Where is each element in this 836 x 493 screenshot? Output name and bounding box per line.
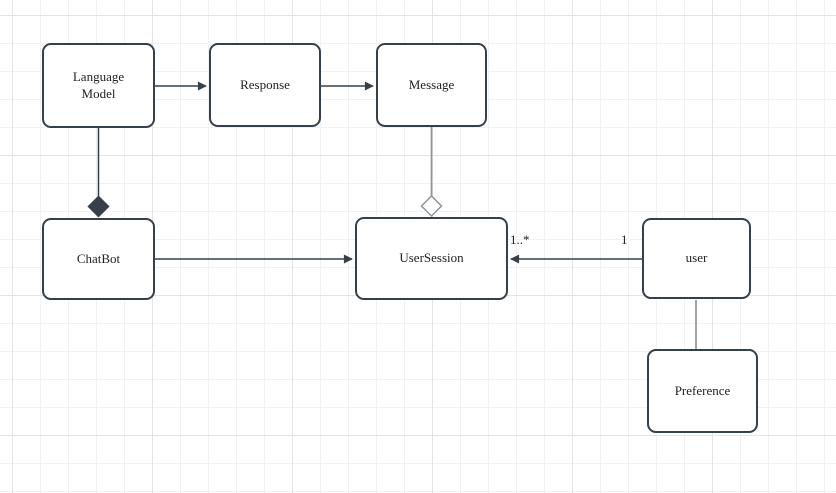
node-language-model[interactable]: Language Model (42, 43, 155, 128)
node-message[interactable]: Message (376, 43, 487, 127)
node-label: UserSession (399, 250, 464, 266)
node-label: Preference (674, 382, 731, 398)
multiplicity-label-user[interactable]: 1 (621, 232, 628, 247)
node-label: Response (240, 76, 290, 92)
node-label: Language Model (72, 69, 125, 101)
node-chatbot[interactable]: ChatBot (42, 218, 155, 300)
node-response[interactable]: Response (209, 43, 321, 127)
node-label: Message (408, 76, 455, 92)
node-preference[interactable]: Preference (647, 349, 758, 433)
composition-diamond-icon[interactable] (87, 195, 110, 218)
multiplicity-label-usersession[interactable]: 1..* (510, 232, 530, 247)
node-user[interactable]: user (642, 218, 751, 299)
node-label: user (685, 250, 708, 266)
node-label: ChatBot (76, 250, 121, 266)
edge-chatbot-composition-language-model[interactable] (87, 128, 110, 218)
node-usersession[interactable]: UserSession (355, 217, 508, 300)
aggregation-diamond-icon[interactable] (420, 194, 443, 218)
edge-usersession-aggregation-message[interactable] (420, 127, 443, 218)
